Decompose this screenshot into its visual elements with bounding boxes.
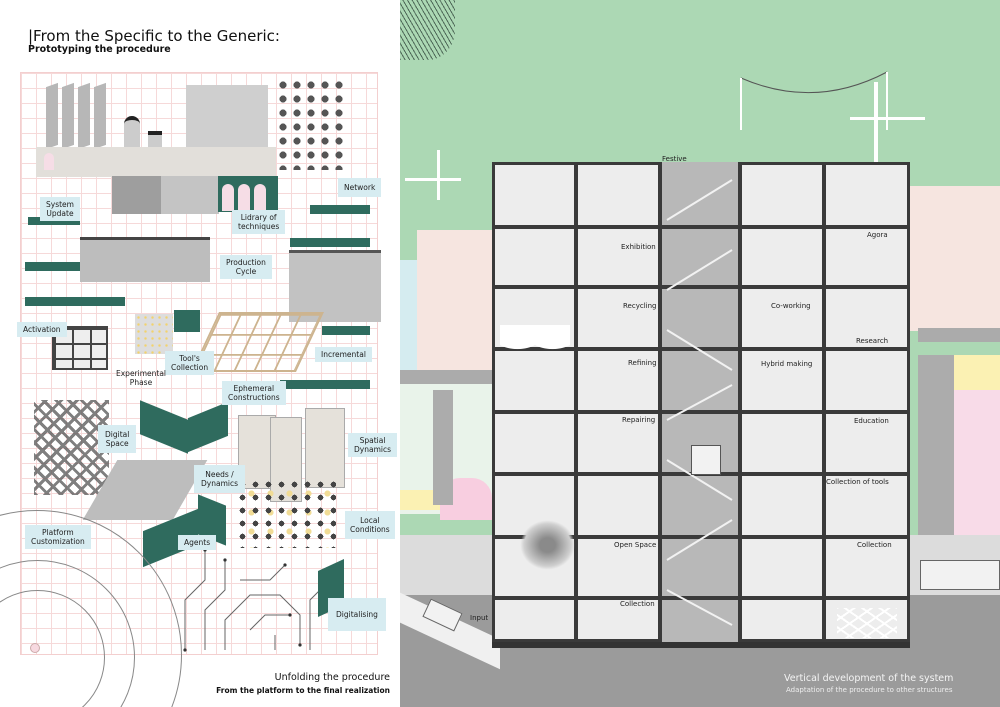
conveyor-belt	[322, 326, 370, 335]
scissor-lift	[837, 608, 897, 638]
conveyor-belt	[280, 380, 370, 389]
left-title: |From the Specific to the Generic:	[28, 27, 280, 45]
label-collection-upper: Collection	[857, 541, 892, 549]
label-open-space: Open Space	[614, 541, 657, 549]
building-column	[574, 162, 578, 642]
circuit-traces	[183, 548, 327, 652]
bg-building-blue	[400, 260, 418, 390]
label-activation: Activation	[17, 322, 67, 337]
floor-slab	[492, 347, 910, 351]
label-input: Input	[470, 614, 489, 622]
label-repairing: Repairing	[622, 416, 656, 424]
conveyor-belt	[25, 297, 125, 306]
label-local-conditions: Local Conditions	[345, 511, 395, 539]
bg-building-yellow-right	[954, 355, 1000, 390]
label-collection-ground: Collection	[620, 600, 655, 608]
label-refining: Refining	[628, 359, 657, 367]
cargo-lift	[691, 445, 721, 475]
floor-slab	[492, 225, 910, 229]
label-research: Research	[856, 337, 889, 345]
left-footer-title: Unfolding the procedure	[274, 672, 390, 683]
floor-slab	[492, 596, 910, 600]
production-building	[80, 237, 210, 282]
conveyor-belt	[310, 205, 370, 214]
crane-left	[437, 150, 440, 200]
festive-lights	[740, 71, 888, 130]
tools-collection-box	[135, 314, 173, 354]
label-co-working: Co-working	[771, 302, 811, 310]
conveyor-belt	[28, 217, 80, 225]
label-hybrid-making: Hybrid making	[761, 360, 813, 368]
left-panel: |From the Specific to the Generic: Proto…	[0, 0, 400, 707]
label-platform-customization: Platform Customization	[25, 525, 91, 549]
bg-building-pink	[417, 230, 492, 370]
floor-slab	[492, 285, 910, 289]
label-ephemeral-constructions: Ephemeral Constructions	[222, 381, 286, 405]
bg-building-pink-right	[910, 186, 1000, 331]
label-spatial-dynamics: Spatial Dynamics	[348, 433, 397, 457]
label-experimental-phase: Experimental Phase	[116, 369, 167, 387]
floor-slab	[492, 535, 910, 539]
diamond-field	[236, 478, 336, 548]
bg-building-gray	[433, 390, 453, 505]
label-digital-space: Digital Space	[98, 425, 137, 453]
label-exhibition: Exhibition	[621, 243, 656, 251]
tower-building	[305, 408, 345, 488]
floor-slab	[492, 410, 910, 414]
label-agora: Agora	[867, 231, 888, 239]
label-system-update: System Update	[40, 197, 80, 221]
right-footer-subtitle: Adaptation of the procedure to other str…	[786, 686, 953, 694]
recycling-hoppers	[500, 325, 570, 365]
crane-left-arm	[405, 178, 461, 181]
radial-origin-dot	[30, 643, 40, 653]
truck-icon	[920, 560, 1000, 590]
foundation	[492, 642, 910, 648]
staircase	[666, 179, 733, 626]
bg-band-gray-right	[918, 328, 1000, 342]
tree-illustration	[520, 520, 575, 570]
right-panel: Festive Exhibition Agora Recycling Co-wo…	[400, 0, 1000, 707]
left-subtitle: Prototyping the procedure	[28, 44, 171, 55]
building-column	[822, 162, 826, 642]
label-production-cycle: Production Cycle	[220, 255, 272, 279]
label-agents: Agents	[178, 535, 217, 550]
warehouse-building	[289, 250, 381, 322]
bg-building-pink-right2	[954, 390, 1000, 535]
label-incremental: Incremental	[315, 347, 372, 362]
label-network: Network	[338, 178, 382, 197]
bg-band-gray	[400, 370, 492, 384]
label-digitalising: Digitalising	[328, 598, 386, 631]
label-needs-dynamics: Needs / Dynamics	[194, 465, 245, 493]
left-footer-subtitle: From the platform to the final realizati…	[216, 686, 390, 695]
bg-building-gray-right	[918, 355, 954, 535]
label-education: Education	[854, 417, 889, 425]
label-library-of-techniques: Lidrary of techniques	[232, 210, 286, 234]
label-festive: Festive	[662, 155, 687, 163]
conveyor-belt	[25, 262, 80, 271]
teal-block	[174, 310, 200, 332]
crane-right	[874, 82, 878, 187]
bg-building-yellow	[400, 490, 440, 510]
hatch-pattern	[400, 0, 455, 60]
digital-glyphs-pattern	[34, 400, 109, 495]
label-collection-of-tools: Collection of tools	[826, 478, 889, 486]
label-recycling: Recycling	[623, 302, 657, 310]
label-tools-collection: Tool's Collection	[165, 351, 215, 375]
cube-cluster-illustration	[276, 78, 346, 170]
right-footer-title: Vertical development of the system	[784, 673, 954, 684]
conveyor-belt	[290, 238, 370, 247]
